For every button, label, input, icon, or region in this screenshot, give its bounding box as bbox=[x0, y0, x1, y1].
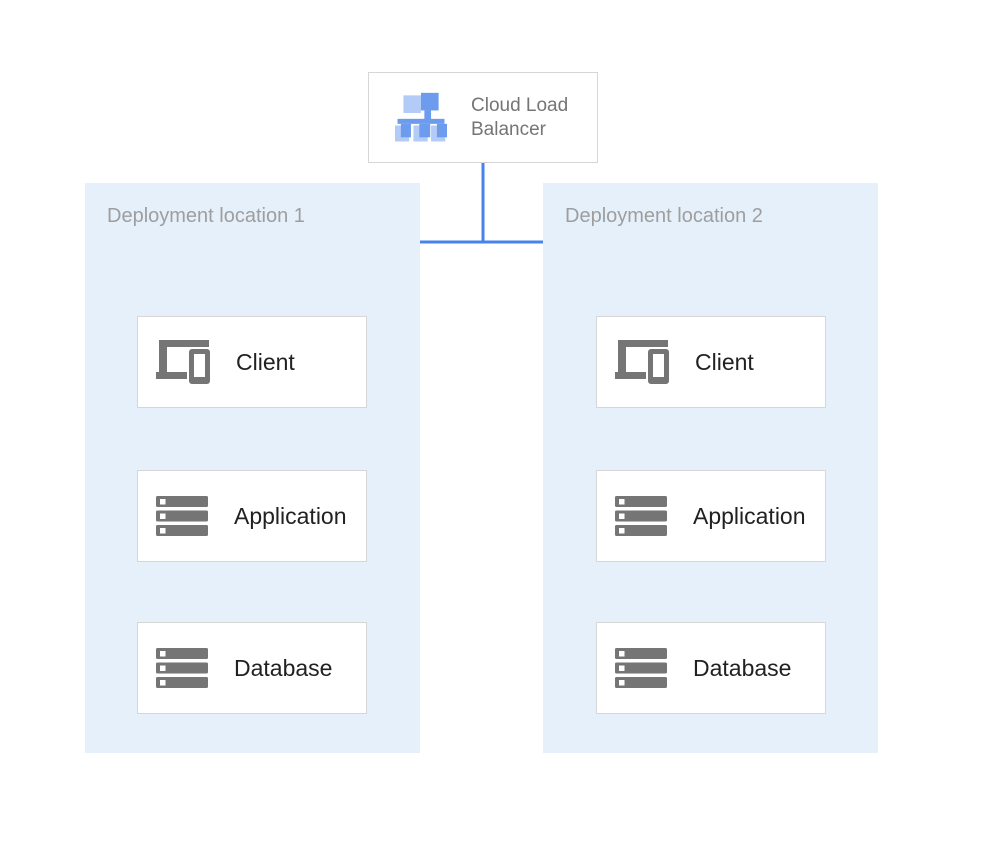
application-node-2: Application bbox=[596, 470, 826, 562]
client-node-2: Client bbox=[596, 316, 826, 408]
server-stack-icon bbox=[156, 648, 208, 688]
load-balancer-node: Cloud Load Balancer bbox=[368, 72, 598, 163]
node-label: Database bbox=[234, 654, 333, 681]
node-label: Application bbox=[234, 502, 347, 529]
devices-icon bbox=[615, 340, 669, 384]
load-balancer-icon bbox=[395, 92, 447, 141]
database-node-2: Database bbox=[596, 622, 826, 714]
client-node-1: Client bbox=[137, 316, 367, 408]
server-stack-icon bbox=[156, 496, 208, 536]
deployment-location-1-label: Deployment location 1 bbox=[107, 205, 305, 227]
node-label: Database bbox=[693, 654, 792, 681]
application-node-1: Application bbox=[137, 470, 367, 562]
server-stack-icon bbox=[615, 496, 667, 536]
devices-icon bbox=[156, 340, 210, 384]
database-node-1: Database bbox=[137, 622, 367, 714]
server-stack-icon bbox=[615, 648, 667, 688]
node-label: Client bbox=[236, 348, 295, 375]
node-label: Application bbox=[693, 502, 806, 529]
node-label: Client bbox=[695, 348, 754, 375]
load-balancer-label: Cloud Load Balancer bbox=[471, 94, 569, 140]
deployment-location-2-label: Deployment location 2 bbox=[565, 205, 763, 227]
